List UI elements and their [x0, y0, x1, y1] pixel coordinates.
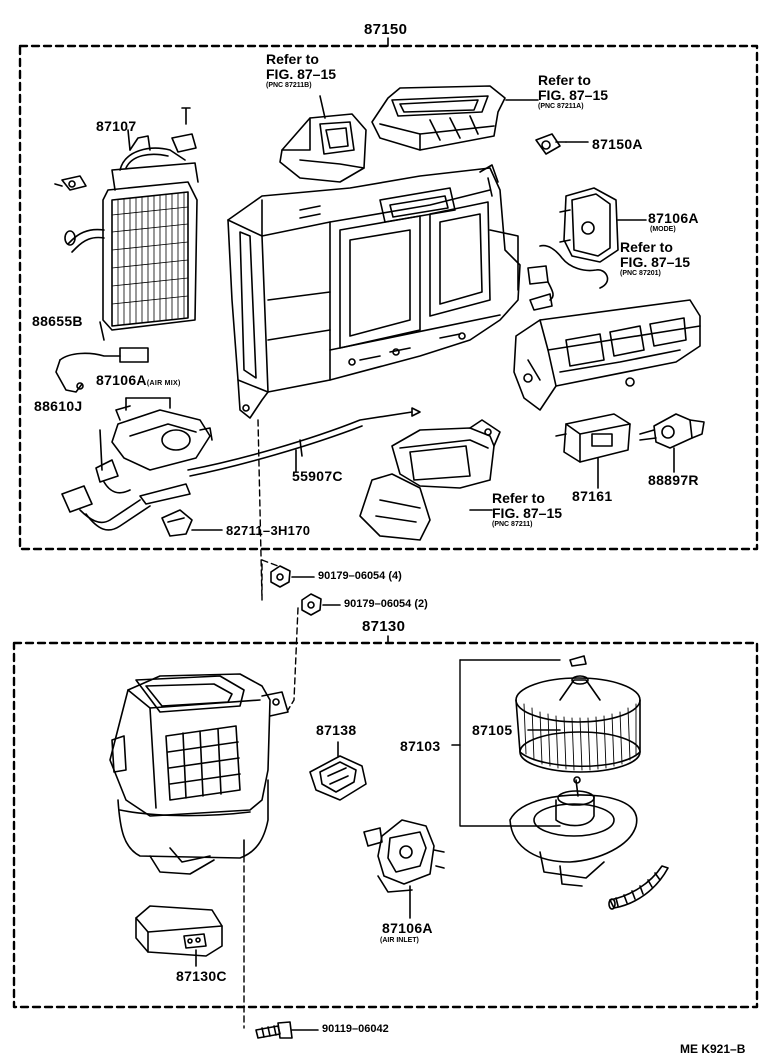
reference-87201: Refer to FIG. 87–15 (PNC 87201) [620, 240, 690, 278]
ref-line2: FIG. 87–15 [492, 505, 563, 521]
servo-motor-air-mix [111, 397, 213, 471]
blower-motor [509, 776, 638, 887]
module-87161 [555, 413, 631, 463]
label-87130C: 87130C [176, 968, 227, 984]
label-87105: 87105 [472, 722, 513, 738]
reference-87211B: Refer to FIG. 87–15 (PNC 87211B) [266, 52, 336, 90]
ref-pnc: (PNC 87211A) [538, 103, 584, 110]
ref-pnc: (PNC 87211B) [266, 82, 312, 89]
duct-87211A [371, 85, 506, 151]
filter-87130C [135, 905, 223, 957]
heater-unit-case [227, 164, 521, 419]
control-panel-87201 [513, 299, 701, 411]
label-screw-90119: 90119–06042 [322, 1023, 389, 1035]
blower-case [109, 673, 289, 875]
ref-pnc: (PNC 87201) [620, 270, 661, 277]
label-87103: 87103 [400, 738, 441, 754]
nut-90179-4 [270, 565, 291, 588]
reference-87211A: Refer to FIG. 87–15 (PNC 87211A) [538, 73, 608, 111]
leader-ref-87211B [319, 95, 326, 119]
duct-87211B [279, 113, 367, 183]
heater-core-top-clip [171, 107, 197, 153]
blower-fan-87105 [515, 655, 641, 773]
label-87107: 87107 [96, 118, 137, 134]
ref-line2: FIG. 87–15 [620, 254, 691, 270]
wire-harness-88610J [61, 429, 151, 531]
duct-87211 [359, 419, 501, 541]
fastener-dash-lines [243, 419, 299, 1029]
ref-line2: FIG. 87–15 [266, 66, 337, 82]
leader-87107 [127, 129, 131, 151]
lower-assembly-frame [12, 641, 759, 1009]
label-88610J: 88610J [34, 398, 83, 414]
upper-assembly-number: 87150 [364, 21, 408, 38]
control-cable-55907C [139, 407, 421, 505]
label-88897R: 88897R [648, 472, 699, 488]
sensor-87150A [535, 133, 567, 155]
sensor-88655B [55, 321, 149, 393]
reference-87211: Refer to FIG. 87–15 (PNC 87211) [492, 491, 562, 529]
servo-motor-air-inlet [363, 819, 445, 893]
ref-line2: FIG. 87–15 [538, 87, 609, 103]
label-nut-90179-2: 90179–06054 (2) [344, 598, 428, 610]
label-87150A: 87150A [592, 136, 643, 152]
label-82711: 82711–3H170 [226, 523, 311, 538]
ref-line1: Refer to [492, 490, 545, 506]
airmix-number: 87106A [96, 372, 147, 388]
bracket-87103 [459, 659, 561, 827]
note-airmix: (AIR MIX) [146, 380, 181, 387]
label-87138: 87138 [316, 722, 357, 738]
ref-pnc: (PNC 87211) [492, 521, 533, 528]
label-87161: 87161 [572, 488, 613, 504]
resistor-87138 [309, 755, 367, 801]
ref-line1: Refer to [538, 72, 591, 88]
screw-90119 [255, 1021, 293, 1039]
ref-line1: Refer to [620, 239, 673, 255]
label-55907C: 55907C [292, 468, 343, 484]
heater-core [64, 135, 199, 331]
label-88655B: 88655B [32, 313, 83, 329]
cooling-hose [608, 865, 669, 910]
ref-line1: Refer to [266, 51, 319, 67]
note-air-inlet: (AIR INLET) [380, 937, 419, 944]
label-nut-90179-4: 90179–06054 (4) [318, 570, 402, 582]
label-87106A-airmix: 87106A(AIR MIX) [96, 372, 181, 392]
servo-motor-mode [527, 187, 619, 311]
label-87106A-inlet: 87106A [382, 920, 433, 936]
note-mode: (MODE) [650, 226, 676, 233]
bracket-82711 [161, 509, 193, 537]
label-87106A-mode: 87106A [648, 210, 699, 226]
lower-assembly-number: 87130 [362, 618, 406, 635]
figure-code: ME K921–B [680, 1042, 746, 1056]
heater-core-bracket-clip [54, 175, 87, 191]
upper-assembly-frame [18, 44, 759, 551]
nut-90179-2 [301, 593, 322, 616]
sensor-88897R [639, 413, 705, 449]
